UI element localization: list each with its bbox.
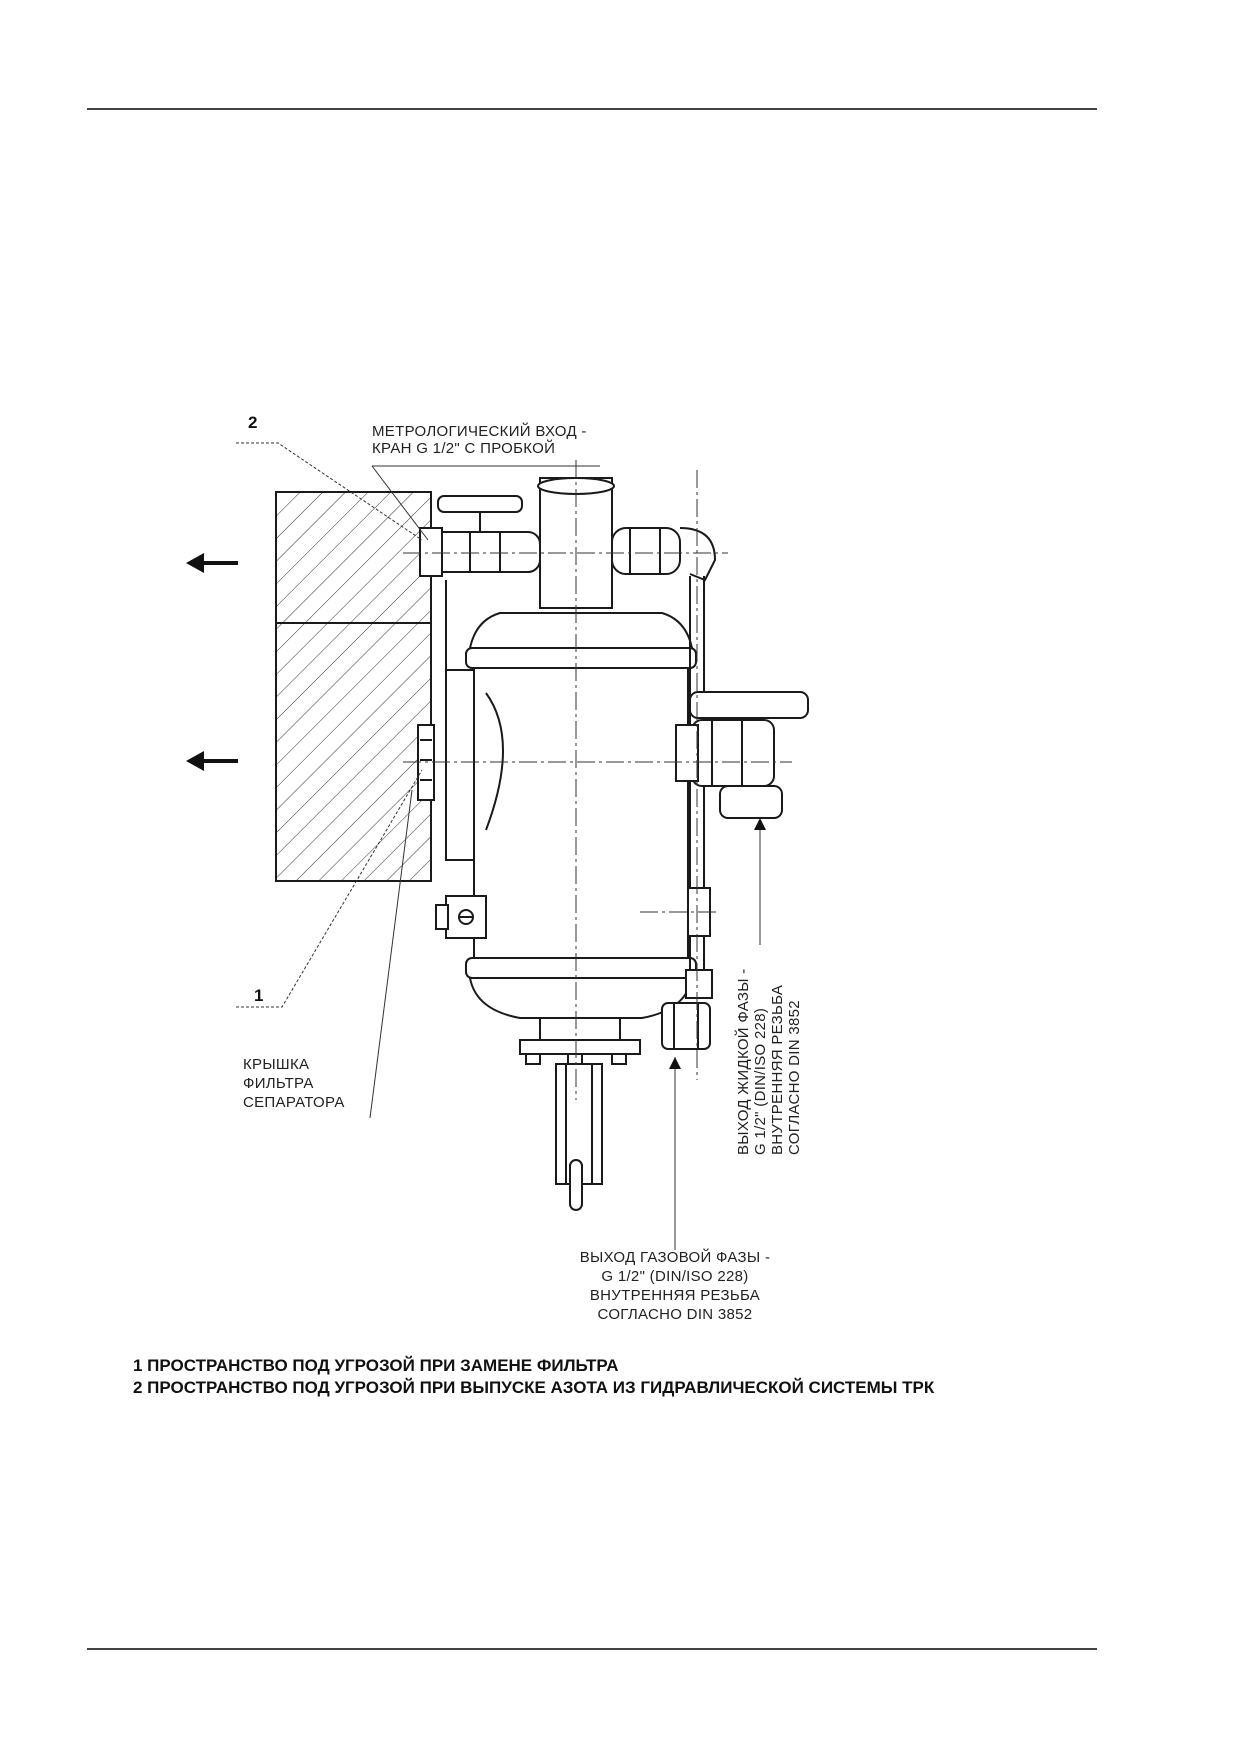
label-gas-line2: G 1/2" (DIN/ISO 228)	[601, 1268, 749, 1285]
label-liquid-outlet: ВЫХОД ЖИДКОЙ ФАЗЫ - G 1/2" (DIN/ISO 228)…	[735, 968, 803, 1155]
label-filter-cover-line2: ФИЛЬТРА	[243, 1075, 314, 1092]
arrow-left-icon-upper	[186, 553, 238, 573]
label-liquid-line4: СОГЛАСНО DIN 3852	[786, 1000, 803, 1155]
arrow-gas-outlet-icon	[669, 1057, 681, 1069]
legend-item-2: 2 ПРОСТРАНСТВО ПОД УГРОЗОЙ ПРИ ВЫПУСКЕ А…	[133, 1378, 935, 1397]
liquid-outlet-valve	[675, 691, 809, 819]
callout-number-1: 1	[254, 986, 264, 1005]
label-filter-cover-line1: КРЫШКА	[243, 1056, 310, 1073]
top-rule	[87, 108, 1097, 110]
bottom-rule	[87, 1648, 1097, 1650]
label-filter-cover-line3: СЕПАРАТОРА	[243, 1094, 345, 1111]
ground-terminal	[435, 895, 487, 939]
hazard-zone-hatched	[275, 491, 432, 882]
label-liquid-line2: G 1/2" (DIN/ISO 228)	[752, 1007, 769, 1155]
arrow-liquid-outlet-icon	[754, 818, 766, 830]
label-gas-outlet: ВЫХОД ГАЗОВОЙ ФАЗЫ - G 1/2" (DIN/ISO 228…	[575, 1248, 775, 1324]
label-gas-line4: СОГЛАСНО DIN 3852	[597, 1306, 753, 1323]
label-gas-line1: ВЫХОД ГАЗОВОЙ ФАЗЫ -	[579, 1249, 771, 1266]
separator-vessel	[465, 612, 697, 1019]
label-liquid-line3: ВНУТРЕННЯЯ РЕЗЬБА	[769, 984, 786, 1155]
label-metrological-input: МЕТРОЛОГИЧЕСКИЙ ВХОД - КРАН G 1/2" С ПРО…	[372, 423, 587, 457]
label-filter-cover: КРЫШКА ФИЛЬТРА СЕПАРАТОРА	[243, 1055, 345, 1112]
legend-item-1: 1 ПРОСТРАНСТВО ПОД УГРОЗОЙ ПРИ ЗАМЕНЕ ФИ…	[133, 1356, 619, 1375]
legend: 1 ПРОСТРАНСТВО ПОД УГРОЗОЙ ПРИ ЗАМЕНЕ ФИ…	[133, 1355, 934, 1399]
callout-number-2: 2	[248, 413, 258, 432]
gas-elbow-fitting	[611, 527, 717, 582]
label-gas-line3: ВНУТРЕННЯЯ РЕЗЬБА	[589, 1287, 761, 1304]
center-lines	[403, 460, 792, 1100]
bottom-drain	[519, 1017, 641, 1211]
arrow-left-icon-lower	[186, 751, 238, 771]
gas-outlet-nut	[661, 1002, 711, 1050]
metrological-valve	[419, 495, 541, 670]
label-liquid-line1: ВЫХОД ЖИДКОЙ ФАЗЫ -	[735, 968, 752, 1155]
label-metrological-line2: КРАН G 1/2" С ПРОБКОЙ	[372, 440, 556, 457]
label-metrological-line1: МЕТРОЛОГИЧЕСКИЙ ВХОД -	[372, 423, 587, 440]
leader-lines	[236, 442, 761, 1250]
